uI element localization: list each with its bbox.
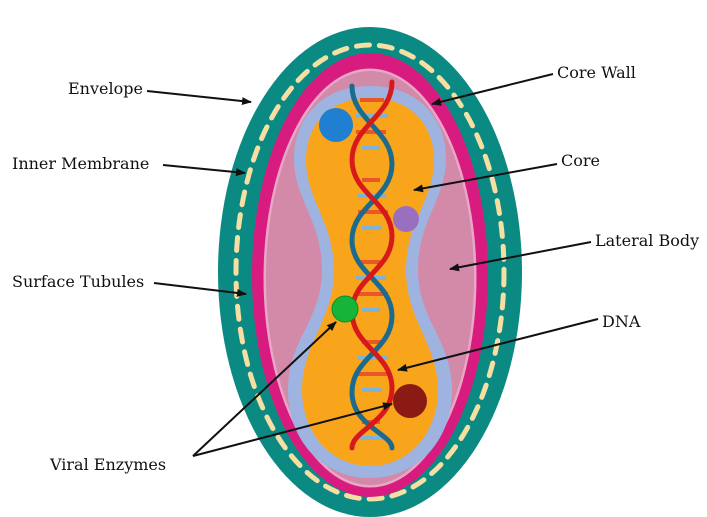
enzyme-green bbox=[332, 296, 358, 322]
arrow-envelope bbox=[147, 91, 251, 102]
enzyme-blue bbox=[319, 108, 353, 142]
enzyme-maroon bbox=[393, 384, 427, 418]
label-envelope: Envelope bbox=[68, 80, 143, 98]
label-inner-membrane: Inner Membrane bbox=[12, 155, 149, 173]
label-dna: DNA bbox=[602, 313, 640, 331]
label-surface-tubules: Surface Tubules bbox=[12, 273, 144, 291]
label-lateral-body: Lateral Body bbox=[595, 232, 699, 250]
label-core-wall: Core Wall bbox=[557, 64, 636, 82]
enzyme-purple bbox=[393, 206, 419, 232]
label-core: Core bbox=[561, 152, 600, 170]
label-viral-enzymes: Viral Enzymes bbox=[50, 456, 166, 474]
